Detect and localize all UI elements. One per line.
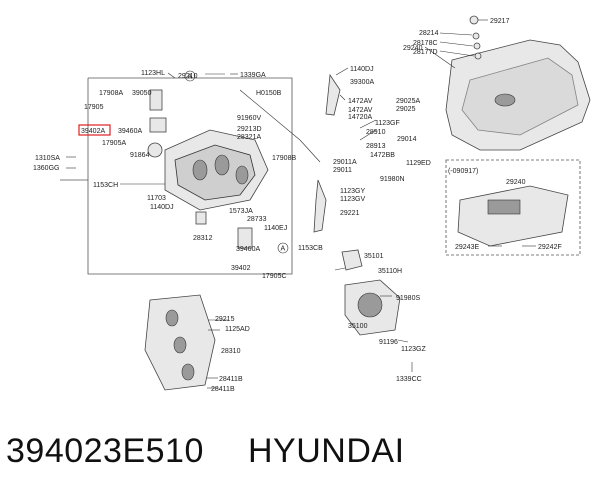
label-28733[interactable]: 28733 xyxy=(247,216,267,223)
label-1140dj[interactable]: 1140DJ xyxy=(150,204,174,211)
bracket-35101 xyxy=(341,249,363,271)
label-29025[interactable]: 29025 xyxy=(396,106,416,113)
valve-91864 xyxy=(147,142,163,158)
label-39300a[interactable]: 39300A xyxy=(350,79,374,86)
label-28177d[interactable]: 28177D xyxy=(413,49,438,56)
label-1153ch[interactable]: 1153CH xyxy=(93,182,118,189)
label-91980n[interactable]: 91980N xyxy=(380,176,405,183)
marker-a-label-2: A xyxy=(281,246,286,253)
label-1472av-2[interactable]: 1472AV xyxy=(348,107,373,114)
label-39460a-top[interactable]: 39460A xyxy=(118,128,142,135)
sensor-39050 xyxy=(149,89,163,111)
label-39402[interactable]: 39402 xyxy=(231,265,251,272)
hose-29221 xyxy=(313,179,327,233)
label-17905[interactable]: 17905 xyxy=(84,104,104,111)
label-1125ad[interactable]: 1125AD xyxy=(225,326,250,333)
engine-cover-upper xyxy=(445,39,591,151)
label-28913[interactable]: 28913 xyxy=(366,143,386,150)
label-29243e[interactable]: 29243E xyxy=(455,244,479,251)
label-1140ej[interactable]: 1140EJ xyxy=(264,225,287,232)
bolt-29217 xyxy=(469,15,479,25)
label-28214[interactable]: 28214 xyxy=(419,30,439,37)
label-29011a[interactable]: 29011A xyxy=(333,159,357,166)
label-1153cb[interactable]: 1153CB xyxy=(298,245,323,252)
label-29217[interactable]: 29217 xyxy=(490,18,510,25)
label-29402a[interactable]: 39402A xyxy=(81,128,105,135)
part-number: 394023E510 xyxy=(6,432,204,470)
label-1339ga[interactable]: 1339GA xyxy=(240,72,266,79)
label-35110h[interactable]: 35110H xyxy=(378,268,402,275)
label-29240-lower[interactable]: 29240 xyxy=(506,179,526,186)
label-29210[interactable]: 29210 xyxy=(178,73,198,80)
parts-diagram: 29217 28214 28178C 29240 28177D 1123HL 2… xyxy=(33,15,591,393)
valve-39300a xyxy=(325,73,341,116)
label-17905a[interactable]: 17905A xyxy=(102,140,126,147)
label-29014[interactable]: 29014 xyxy=(397,136,417,143)
label-91864[interactable]: 91864 xyxy=(130,152,150,159)
highlighted-part-box xyxy=(78,124,111,136)
sensor-39460b xyxy=(237,227,253,249)
label-17905c[interactable]: 17905C xyxy=(262,273,287,280)
label-29240-top[interactable]: 29240 xyxy=(403,45,423,52)
label-28411b-2[interactable]: 28411B xyxy=(211,386,235,393)
label-28411b-1[interactable]: 28411B xyxy=(219,376,243,383)
washer-28214 xyxy=(472,32,480,40)
footer: 394023E510 HYUNDAI xyxy=(0,418,600,492)
label-1123hl[interactable]: 1123HL xyxy=(141,70,165,77)
grommet-28178c xyxy=(473,42,481,50)
label-29011[interactable]: 29011 xyxy=(333,167,352,174)
label-1129ed[interactable]: 1129ED xyxy=(406,160,431,167)
engine-cover-lower xyxy=(457,185,569,247)
label-1123gz[interactable]: 1123GZ xyxy=(401,346,426,353)
marker-a-circle-1 xyxy=(184,70,196,82)
label-1140dj-top[interactable]: 1140DJ xyxy=(350,66,374,73)
label-1123gy[interactable]: 1123GY xyxy=(340,188,365,195)
label-39460a-bottom[interactable]: 39460A xyxy=(236,246,260,253)
label-39050[interactable]: 39050 xyxy=(132,90,152,97)
label-35101[interactable]: 35101 xyxy=(364,253,384,260)
hose-h0150b xyxy=(239,89,301,141)
label-28321a[interactable]: 28321A xyxy=(237,134,261,141)
label-h0150b[interactable]: H0150B xyxy=(256,90,282,97)
throttle-body xyxy=(344,279,401,336)
label-28910[interactable]: 28910 xyxy=(366,129,386,136)
label-29242f[interactable]: 29242F xyxy=(538,244,562,251)
gasket-set xyxy=(144,294,216,391)
label-1310sa[interactable]: 1310SA xyxy=(35,155,60,162)
label-11703[interactable]: 11703 xyxy=(147,195,166,202)
label-14720a[interactable]: 14720A xyxy=(348,114,372,121)
label-35100[interactable]: 35100 xyxy=(348,323,368,330)
grommet-28177d xyxy=(474,52,482,60)
label-28310[interactable]: 28310 xyxy=(221,348,241,355)
label-17908b[interactable]: 17908B xyxy=(272,155,296,162)
intake-manifold xyxy=(164,129,269,211)
label-91980s[interactable]: 91980S xyxy=(396,295,420,302)
optional-cover-box xyxy=(445,159,581,256)
label-090917[interactable]: (-090917) xyxy=(448,168,478,175)
leader-lines xyxy=(66,19,536,389)
label-1123gv[interactable]: 1123GV xyxy=(340,196,365,203)
marker-a-label-1: A xyxy=(188,74,193,81)
label-28178c[interactable]: 28178C xyxy=(413,40,438,47)
label-91196[interactable]: 91196 xyxy=(379,339,398,346)
label-1472av-1[interactable]: 1472AV xyxy=(348,98,373,105)
label-1123gf[interactable]: 1123GF xyxy=(375,120,400,127)
label-1339cc[interactable]: 1339CC xyxy=(396,376,422,383)
label-29213d[interactable]: 29213D xyxy=(237,126,262,133)
marker-a-circle-2 xyxy=(277,242,289,254)
valve-39460a xyxy=(149,117,167,133)
bolt-28312 xyxy=(195,211,207,225)
label-29025a[interactable]: 29025A xyxy=(396,98,420,105)
brand-name: HYUNDAI xyxy=(248,432,405,470)
main-assembly-frame xyxy=(60,77,293,275)
label-17908a[interactable]: 17908A xyxy=(99,90,123,97)
label-1360gg[interactable]: 1360GG xyxy=(33,165,59,172)
label-91960v[interactable]: 91960V xyxy=(237,115,261,122)
label-29215[interactable]: 29215 xyxy=(215,316,235,323)
label-1573ja[interactable]: 1573JA xyxy=(229,208,253,215)
label-29221[interactable]: 29221 xyxy=(340,210,360,217)
label-1472bb[interactable]: 1472BB xyxy=(370,152,395,159)
label-28312[interactable]: 28312 xyxy=(193,235,213,242)
